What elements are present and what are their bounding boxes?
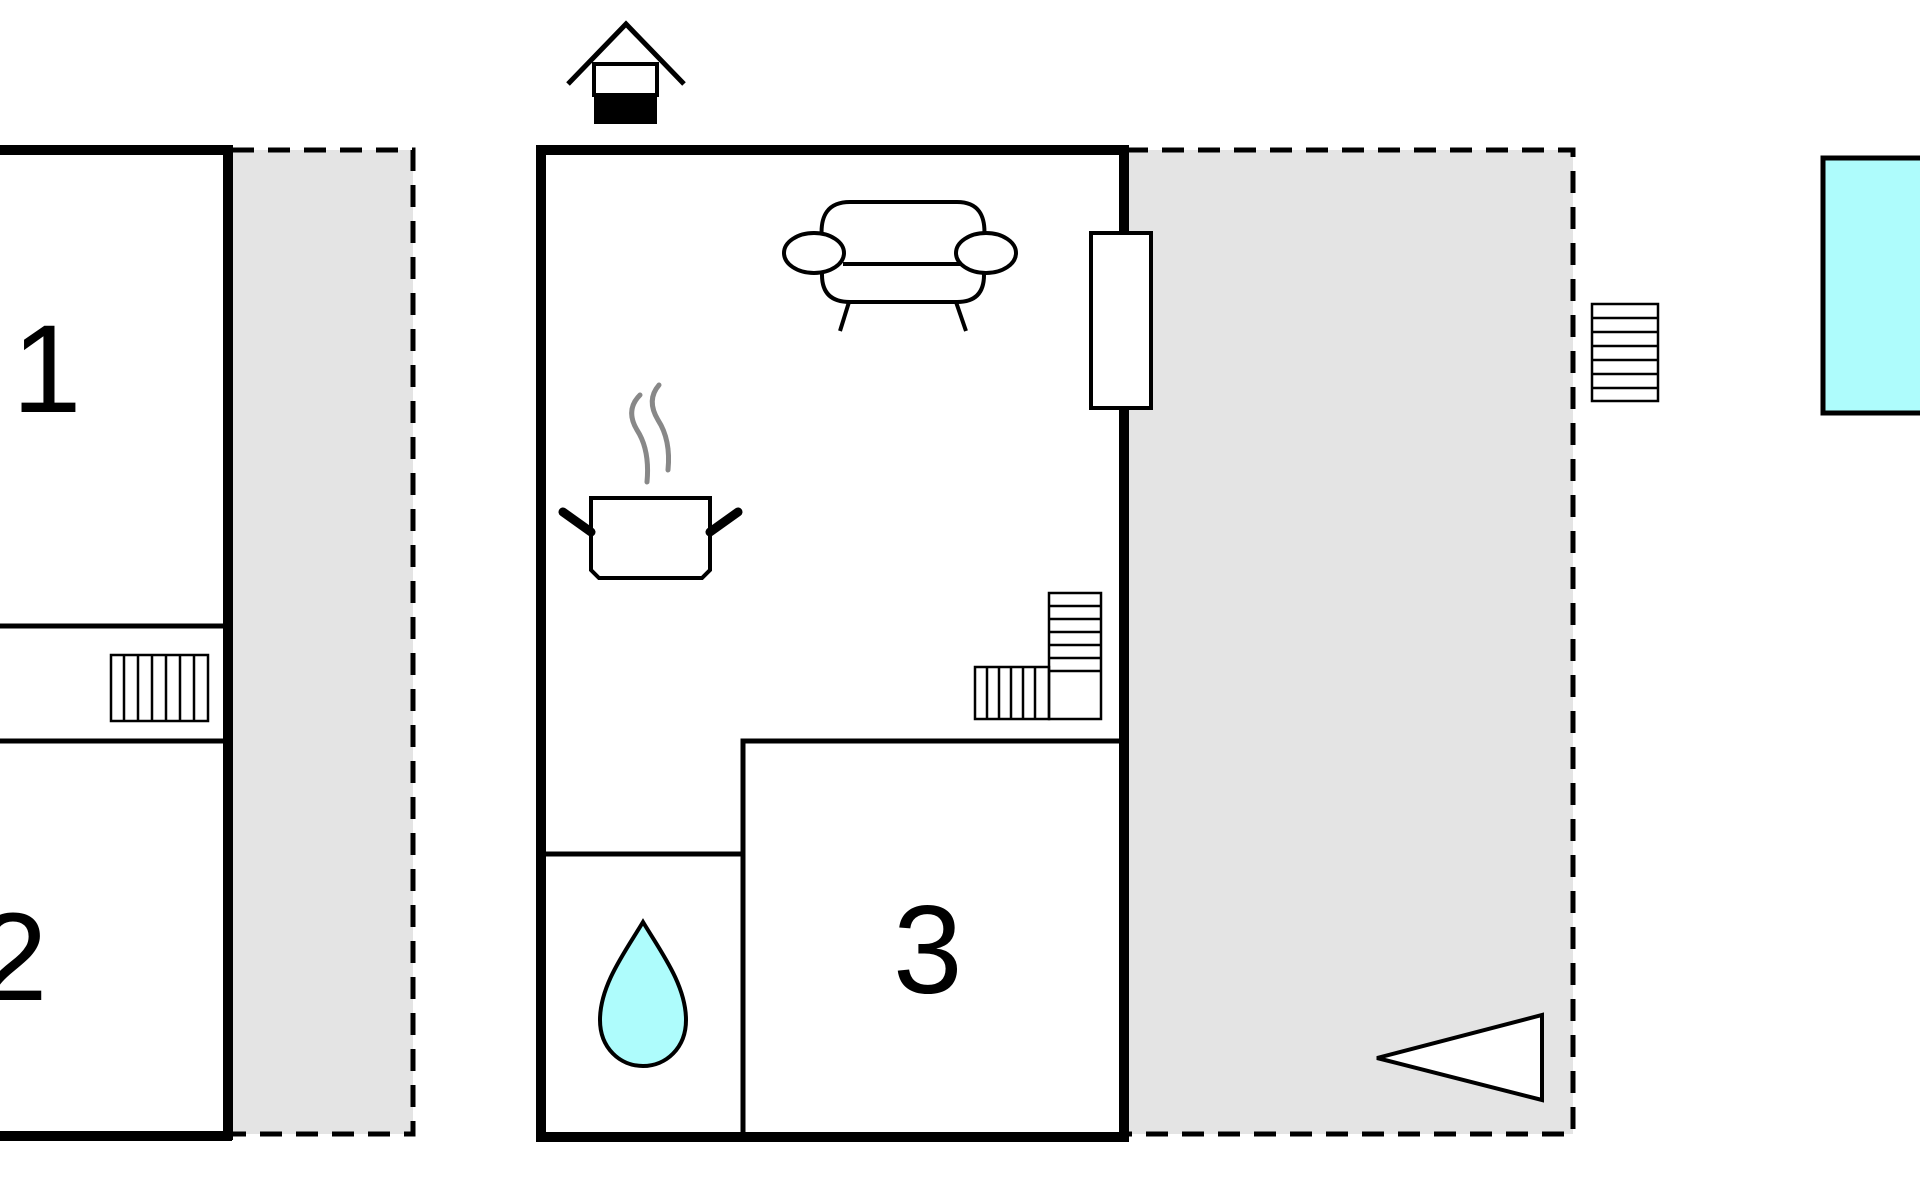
room-number-1: 1 (12, 300, 82, 439)
entrance-house-icon (566, 20, 686, 124)
room-number-3: 3 (893, 881, 963, 1020)
cooking-pot-icon (558, 382, 743, 580)
room-number-2: 2 (0, 888, 48, 1027)
sofa-icon (782, 200, 1018, 332)
pool-icon (1820, 155, 1920, 416)
middle-terrace (1126, 147, 1576, 1137)
stairs-icon (109, 653, 210, 723)
left-terrace (232, 147, 416, 1137)
stairs-icon (973, 591, 1103, 721)
left-building (0, 145, 233, 1141)
door (1089, 231, 1153, 410)
compass-direction-icon (1376, 1012, 1544, 1103)
water-drop-icon (597, 918, 689, 1069)
stairs-icon (1590, 302, 1660, 403)
